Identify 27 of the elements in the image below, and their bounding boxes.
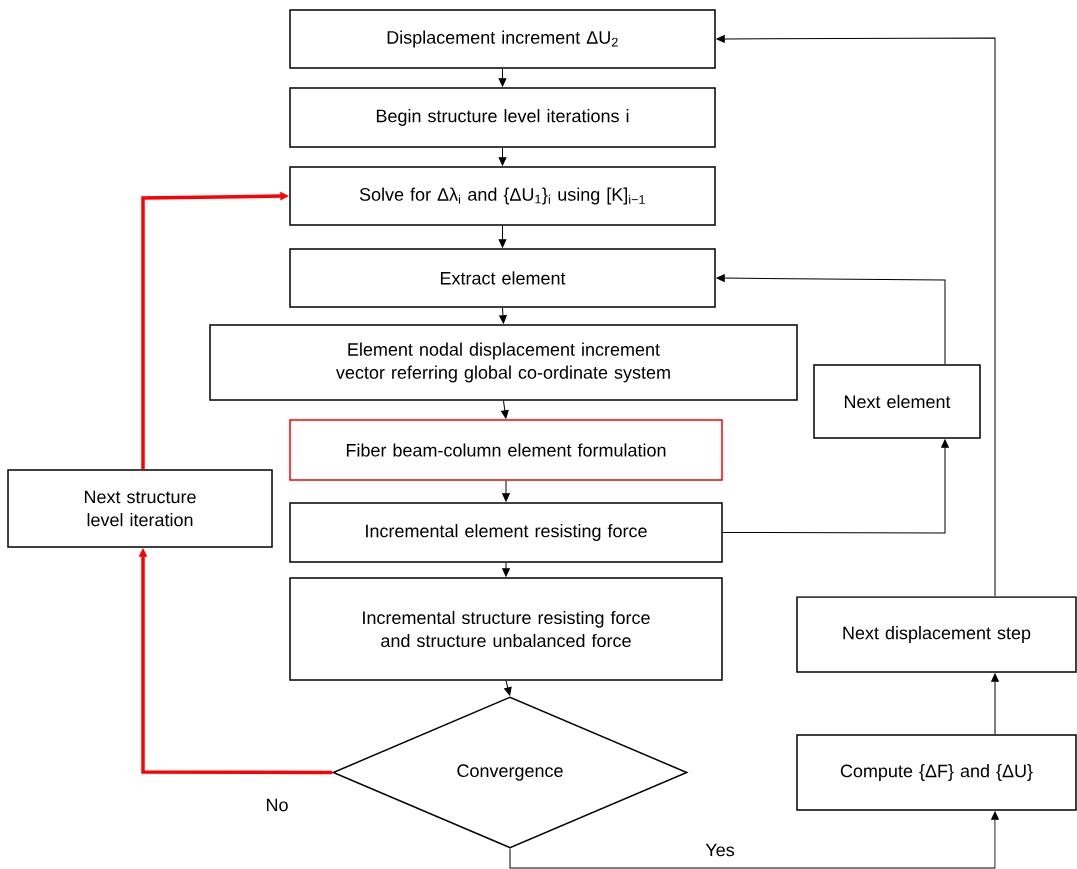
process-box: Solve for Δλ$_{i}$ and {ΔU$_{1}$}$_{i}$ using [K]$_{i−1}$ xyxy=(289,166,716,226)
arrow xyxy=(991,673,999,735)
arrow xyxy=(499,307,507,324)
process-box: Compute {ΔF} and {ΔU} xyxy=(796,734,1077,811)
process-box: Incremental structure resisting force and structure unbalanced force xyxy=(289,577,723,681)
arrow xyxy=(502,562,510,577)
edge-label: No xyxy=(263,796,291,814)
edge-label: Yes xyxy=(703,841,737,859)
arrow xyxy=(504,680,512,696)
arrow xyxy=(716,35,996,597)
arrow xyxy=(501,400,509,419)
process-box: Incremental element resisting force xyxy=(289,502,723,563)
arrow xyxy=(722,439,949,534)
process-box: Fiber beam-column element formulation xyxy=(289,419,723,481)
arrow xyxy=(498,147,507,166)
process-box: Next displacement step xyxy=(796,596,1077,673)
process-box: Next structure level iteration xyxy=(7,469,273,548)
arrow xyxy=(509,811,999,869)
process-box: Begin structure level iterations i xyxy=(289,87,716,148)
process-box: Displacement increment ΔU$_{2}$ xyxy=(289,9,716,69)
arrow xyxy=(498,68,507,87)
arrow xyxy=(716,274,946,365)
arrow xyxy=(502,480,510,502)
process-box: Next element xyxy=(813,364,981,439)
process-box: Extract element xyxy=(289,248,716,308)
arrow xyxy=(498,225,507,248)
process-box: Element nodal displacement increment vector referring global co-ordinate system xyxy=(209,324,798,401)
